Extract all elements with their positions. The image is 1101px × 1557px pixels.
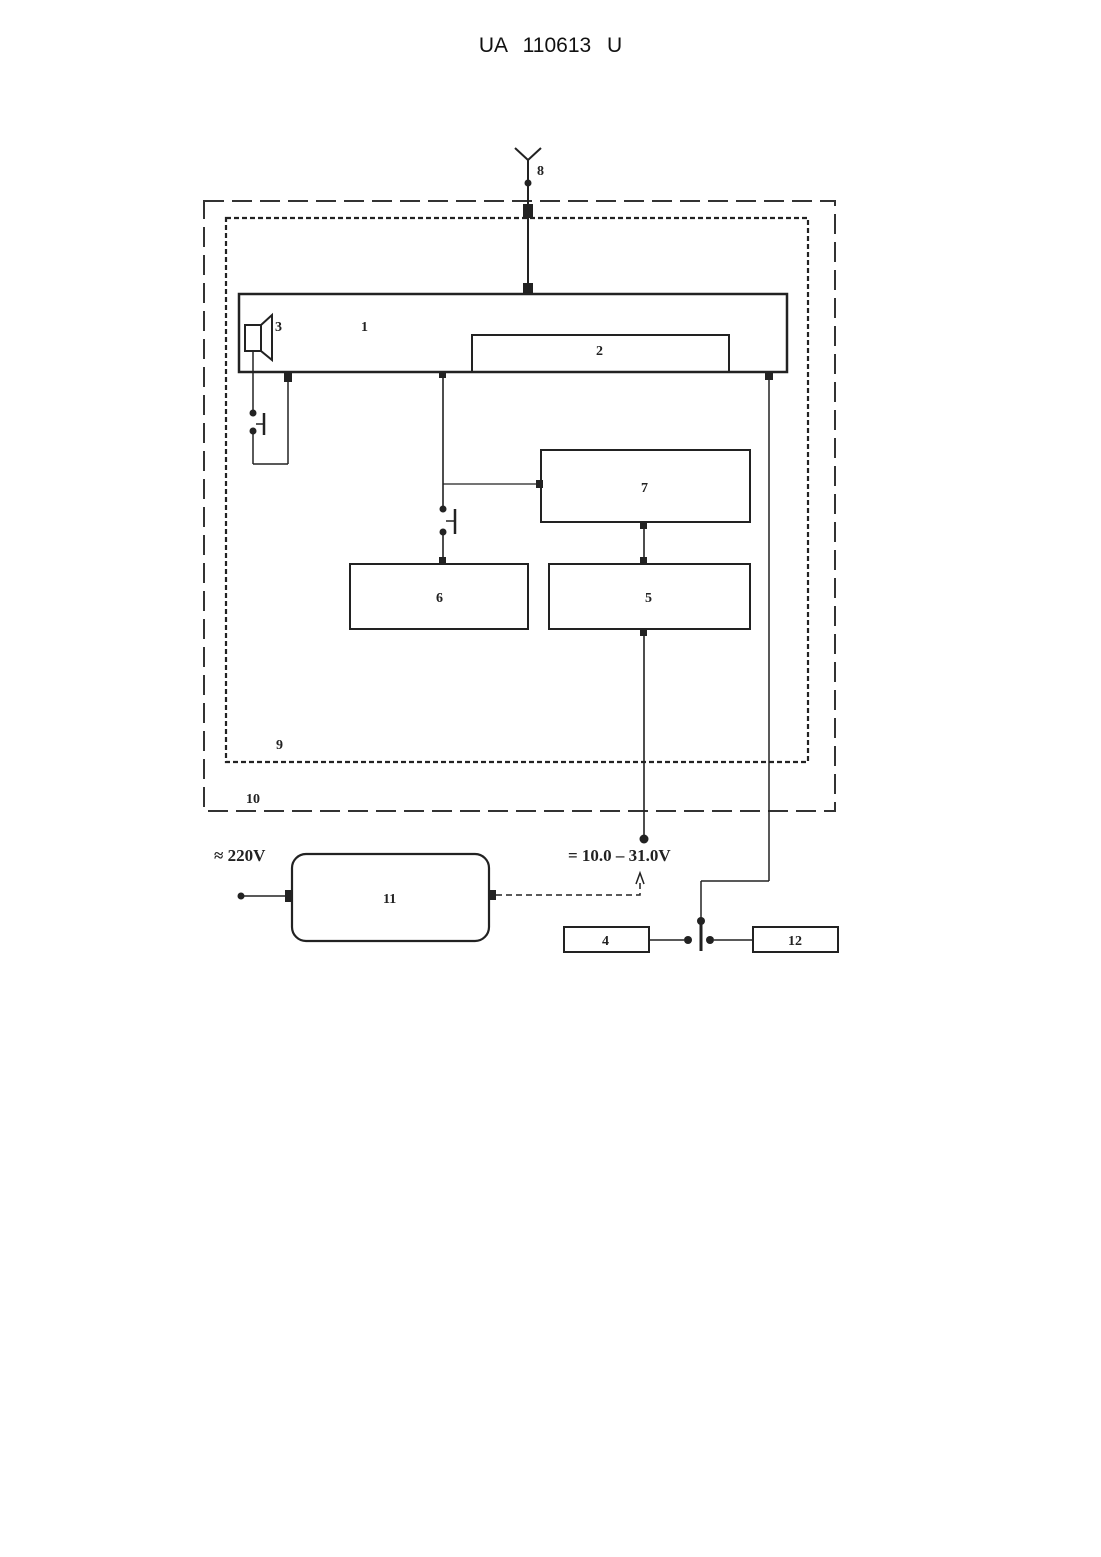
label-1: 1 [361,320,368,335]
label-3: 3 [275,320,282,335]
label-7: 7 [641,481,648,496]
link-7-5 [640,522,647,564]
enclosure-9 [226,218,808,762]
dc-voltage-label: = 10.0 – 31.0V [568,846,671,865]
link-1-switch [701,372,773,918]
label-4: 4 [602,934,609,949]
label-9: 9 [276,738,283,753]
selector-switch [649,917,753,951]
label-6: 6 [436,591,443,606]
block-1 [239,294,787,372]
label-12: 12 [788,934,802,949]
enclosure-10 [204,201,835,811]
label-10: 10 [246,792,260,807]
label-5: 5 [645,591,652,606]
label-11: 11 [383,892,396,907]
label-2: 2 [596,344,603,359]
speaker-icon [245,315,272,360]
ac-voltage-label: ≈ 220V [214,846,266,865]
label-8: 8 [537,164,544,179]
speaker-button-loop [250,351,293,464]
center-connection [439,371,543,564]
